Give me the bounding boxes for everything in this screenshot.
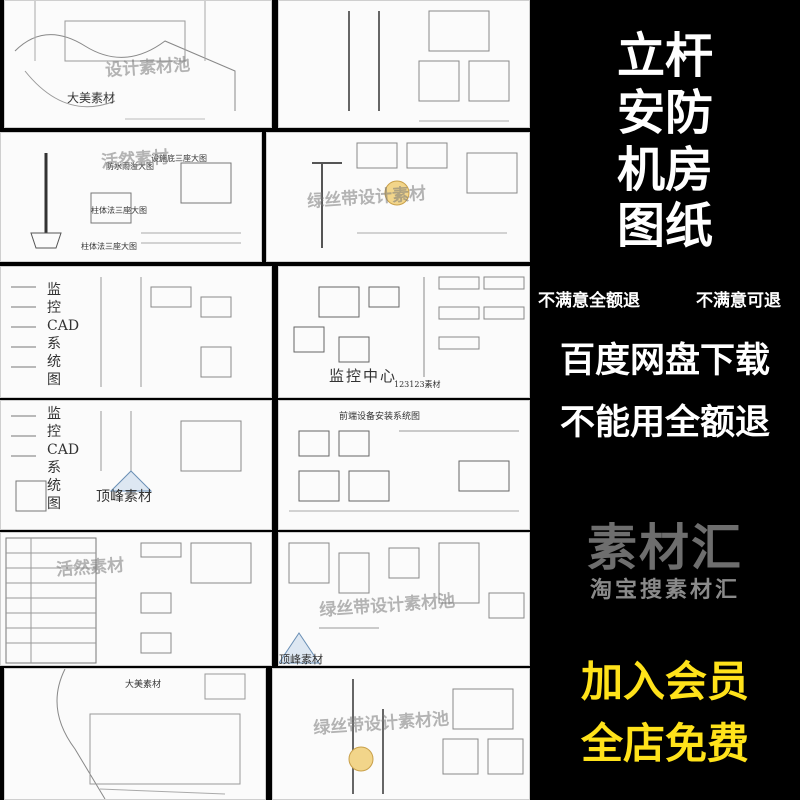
member-line-2: 全店免费 xyxy=(580,719,749,768)
cad-drawing xyxy=(56,669,246,799)
logo-main: 素材汇 xyxy=(587,519,743,577)
cad-drawing xyxy=(5,537,252,664)
cad-drawing xyxy=(312,142,518,248)
refund-left-text: 不满意全额退 xyxy=(538,291,640,311)
cad-thumbnail-site-plan-2: 大美素材 xyxy=(4,668,266,800)
promo-sidebar: 立杆 安防 机房 图纸 不满意全额退 不满意可退 百度网盘下载 不能用全额退 素… xyxy=(530,0,800,800)
cad-thumbnail-legend-table: 活然素材 xyxy=(0,532,272,666)
cad-drawing xyxy=(348,679,524,794)
cad-thumbnail-pole-detail xyxy=(278,0,530,128)
cad-drawing xyxy=(293,276,525,377)
cad-thumbnail-foundation: 设施底三座大图 防水雨溢大图 柱体法三座大图 柱体法三座大图 活然素材 xyxy=(0,132,262,262)
cad-drawing xyxy=(11,277,232,387)
brand-label: 顶峰素材 xyxy=(96,489,152,505)
cad-thumbnail-site-plan: 设计素材池 大美素材 xyxy=(4,0,272,128)
cad-thumbnail-pole-detail-2: 绿丝带设计素材池 xyxy=(272,668,530,800)
refund-right-text: 不满意可退 xyxy=(696,291,781,311)
caption: 柱体法三座大图 xyxy=(81,242,137,251)
cad-drawing xyxy=(11,411,242,512)
cad-drawing xyxy=(279,542,525,664)
caption: 柱体法三座大图 xyxy=(91,206,147,215)
system-label: 监控CAD系统图 xyxy=(47,282,80,388)
caption: 123123素材 xyxy=(394,380,441,389)
caption: 设施底三座大图 xyxy=(151,154,207,163)
title-line-3: 机房 xyxy=(616,142,713,198)
cad-thumbnail-install-details: 绿丝带设计素材池 顶峰素材 xyxy=(278,532,530,666)
title-line-2: 安防 xyxy=(616,85,713,141)
cad-drawing xyxy=(348,10,510,122)
title-line-1: 立杆 xyxy=(616,28,713,84)
system-label: 监控CAD系统图 xyxy=(47,406,80,512)
caption: 监控中心 xyxy=(329,367,398,385)
cad-thumbnail-system-diagram-2: 监控CAD系统图 顶峰素材 xyxy=(0,400,272,530)
brand-label: 大美素材 xyxy=(67,91,116,105)
refund-full-text: 不能用全额退 xyxy=(559,403,770,443)
cad-thumbnail-system-diagram: 监控CAD系统图 xyxy=(0,266,272,398)
cad-thumbnail-camera-layout: 绿丝带设计素材 xyxy=(266,132,530,262)
member-line-1: 加入会员 xyxy=(580,657,749,706)
watermark: 活然素材 xyxy=(55,555,125,581)
thumbnail-collage: 设计素材池 大美素材 设施底三座大图 防水雨溢大图 柱体法三座大图 柱体法三座大… xyxy=(0,0,530,800)
cad-drawing xyxy=(14,1,236,120)
brand-label: 大美素材 xyxy=(125,680,162,690)
caption: 防水雨溢大图 xyxy=(106,162,154,171)
watermark: 活然素材 xyxy=(100,147,170,173)
cad-thumbnail-front-equipment: 前端设备安装系统图 xyxy=(278,400,530,530)
diagram-title: 前端设备安装系统图 xyxy=(339,412,421,422)
download-text: 百度网盘下载 xyxy=(559,341,770,381)
brand-label: 顶峰素材 xyxy=(279,653,323,666)
cad-thumbnail-monitor-center: 监控中心 123123素材 xyxy=(278,266,530,398)
cad-drawing xyxy=(289,430,519,512)
cad-drawing xyxy=(30,153,241,249)
title-line-4: 图纸 xyxy=(616,198,713,254)
logo-sub: 淘宝搜素材汇 xyxy=(589,578,740,603)
